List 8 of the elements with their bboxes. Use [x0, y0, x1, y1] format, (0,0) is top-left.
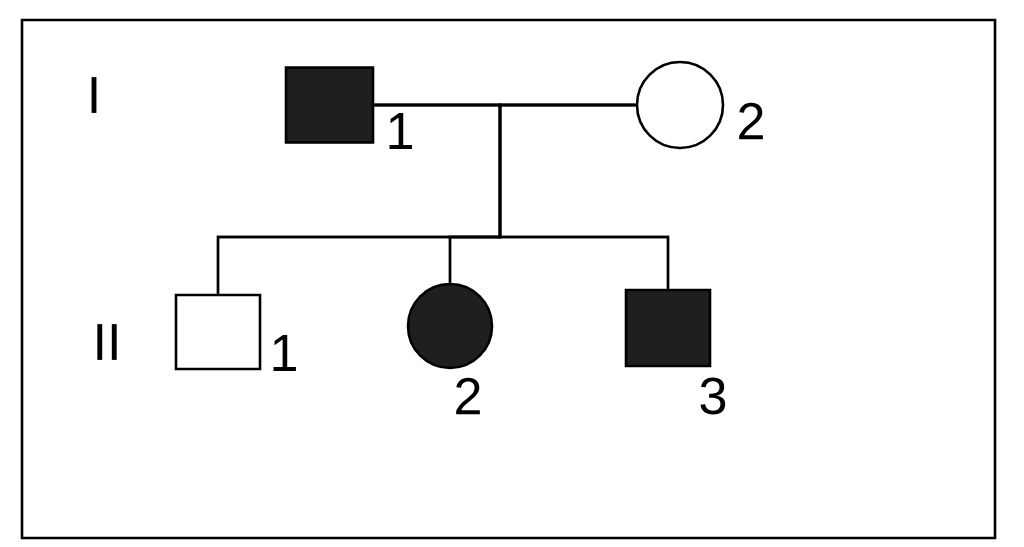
individual-number: 3: [700, 377, 726, 415]
pedigree-line: [498, 103, 670, 289]
generation-label: I: [91, 77, 97, 113]
individual-number: 1: [273, 335, 296, 371]
individual-number: 1: [389, 113, 412, 149]
individual-number: 2: [456, 377, 480, 415]
generation-label: II: [97, 324, 117, 360]
individual-number: 2: [739, 102, 763, 140]
